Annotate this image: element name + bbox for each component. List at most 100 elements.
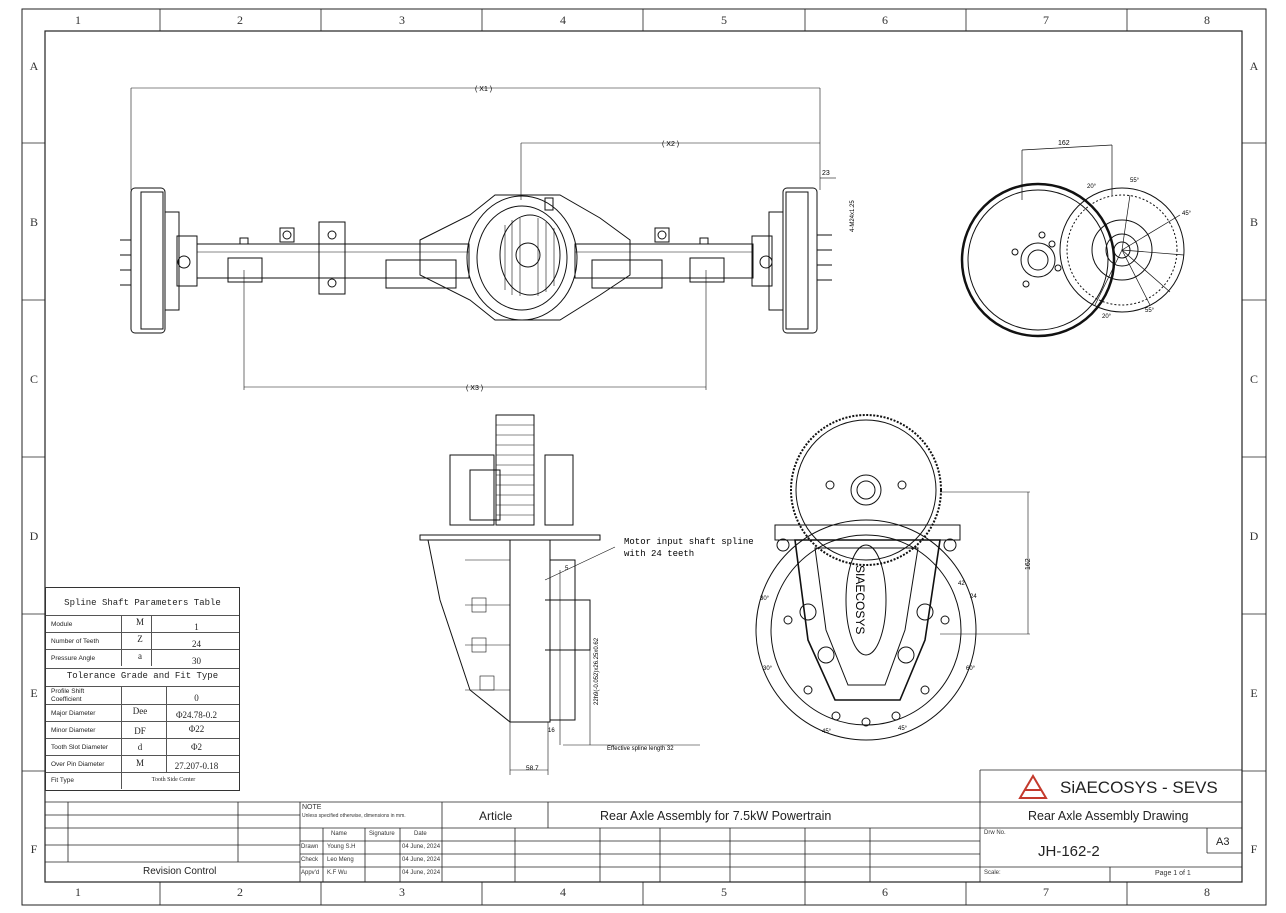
angle-30-lower: 30° (763, 666, 773, 672)
angle-20-bottom: 20° (1102, 314, 1112, 320)
angle-30-left: 30° (760, 596, 770, 602)
page-indicator: Page 1 of 1 (1155, 870, 1191, 877)
table-row: Fit Type Tooth Side Center (46, 772, 239, 790)
angle-55-bottom: 55° (1145, 308, 1155, 314)
dim-23: 23 (822, 170, 830, 177)
grid-row-f-left: F (30, 842, 38, 856)
grid-col-7-top: 7 (1043, 13, 1049, 27)
differential-front-view (755, 414, 1030, 741)
grid-col-4-top: 4 (560, 13, 566, 27)
grid-row-c-left: C (29, 372, 38, 386)
grid-col-8-bottom: 8 (1204, 885, 1210, 899)
header-signature: Signature (369, 831, 395, 837)
name-check: Leo Meng (327, 857, 354, 863)
housing-logo-text: SIAECOSYS (853, 565, 867, 634)
name-approved: K.F Wu (327, 870, 347, 876)
callout-line2: with 24 teeth (624, 549, 694, 559)
grid-col-3-bottom: 3 (399, 885, 405, 899)
grid-col-8-top: 8 (1204, 13, 1210, 27)
dim-x1: ( X1 ) (475, 86, 492, 93)
callout-line1: Motor input shaft spline (624, 537, 754, 547)
grid-row-e-left: E (30, 686, 38, 700)
dim-162-side: 162 (1025, 558, 1032, 570)
differential-section-view (419, 414, 700, 775)
grid-row-b-right: B (1249, 215, 1258, 229)
angle-45-right: 45° (1182, 211, 1192, 217)
sheet-size: A3 (1216, 836, 1230, 848)
spline-table-title: Spline Shaft Parameters Table (64, 598, 221, 608)
grid-row-a-left: A (29, 59, 39, 73)
col-sep (121, 615, 122, 666)
dim-effective-spline: Effective spline length 32 (607, 746, 674, 752)
role-drawn: Drawn (301, 844, 319, 850)
table-row: Number of Teeth Z 24 (46, 632, 239, 650)
grid-col-4-bottom: 4 (560, 885, 566, 899)
table-row: Major Diameter Dee Φ24.78-0.2 (46, 704, 239, 722)
company-name: SiAECOSYS - SEVS (1060, 778, 1218, 797)
grid-ticks (22, 9, 1266, 905)
angle-45-bl: 45° (822, 729, 832, 735)
company-logo (1018, 774, 1048, 799)
drawing-number: JH-162-2 (1038, 843, 1100, 860)
header-date: Date (414, 831, 427, 837)
grid-col-1-top: 1 (75, 13, 81, 27)
angle-60-right: 60° (966, 666, 976, 672)
grid-col-6-bottom: 6 (882, 885, 888, 899)
angle-24: 24 (970, 594, 977, 600)
table-row: Over Pin Diameter M 27.207-0.18 (46, 755, 239, 773)
date-drawn: 04 June, 2024 (402, 844, 441, 850)
grid-col-5-top: 5 (721, 13, 727, 27)
role-approved: Appv'd (301, 870, 320, 876)
table-row: Minor Diameter DF Φ22 (46, 721, 239, 739)
grid-col-1-bottom: 1 (75, 885, 81, 899)
grid-row-f-right: F (1250, 842, 1258, 856)
grid-row-b-left: B (29, 215, 38, 229)
table-row: Tooth Slot Diameter d Φ2 (46, 738, 239, 756)
grid-row-e-right: E (1250, 686, 1258, 700)
dim-16: 16 (548, 728, 555, 734)
grid-col-7-bottom: 7 (1043, 885, 1049, 899)
article-label: Article (479, 809, 513, 823)
angle-45-br: 45° (898, 726, 908, 732)
angle-55-top: 55° (1130, 178, 1140, 184)
role-check: Check (301, 857, 319, 863)
wheel-side-view (960, 144, 1185, 338)
grid-col-2-bottom: 2 (237, 885, 243, 899)
grid-col-3-top: 3 (399, 13, 405, 27)
name-drawn: Young S.H (327, 844, 356, 850)
angle-20-top: 20° (1087, 184, 1097, 190)
drawing-name: Rear Axle Assembly Drawing (1028, 809, 1189, 823)
header-name: Name (331, 831, 348, 837)
note-title: NOTE (302, 804, 322, 811)
article-value: Rear Axle Assembly for 7.5kW Powertrain (600, 809, 832, 823)
grid-row-d-left: D (29, 529, 39, 543)
drw-no-label: Drw No. (984, 830, 1006, 836)
col-sep (166, 686, 167, 772)
inner-border (44, 30, 1243, 883)
table-row: Pressure Angle a 30 (46, 649, 239, 667)
dim-5: 5 (565, 566, 569, 572)
dim-162-top: 162 (1058, 140, 1070, 147)
table-row: Profile Shift Coefficient 0 (46, 686, 239, 705)
title-block-lines (45, 769, 1242, 882)
note-text: Unless specified otherwise, dimensions i… (302, 813, 406, 819)
angle-42: 42 (958, 581, 965, 587)
date-approved: 04 June, 2024 (402, 870, 441, 876)
grid-col-2-top: 2 (237, 13, 243, 27)
dim-shaft: 22h9(-0.052)x26.25x0.62 (594, 637, 600, 705)
grid-row-d-right: D (1249, 529, 1259, 543)
dim-x3: ( X3 ) (466, 385, 483, 392)
axle-top-view (120, 87, 836, 390)
table-row: Module M 1 (46, 615, 239, 633)
grid-col-5-bottom: 5 (721, 885, 727, 899)
table-subtitle-row: Tolerance Grade and Fit Type (46, 668, 239, 685)
revision-control-label: Revision Control (143, 866, 217, 877)
grid-row-a-right: A (1249, 59, 1259, 73)
grid-row-c-right: C (1249, 372, 1258, 386)
dim-587: 58.7 (526, 765, 539, 772)
tolerance-subtitle: Tolerance Grade and Fit Type (66, 671, 219, 681)
dim-bolt-thread: 4-M24x1.25 (850, 200, 856, 232)
col-sep (121, 686, 122, 789)
scale-label: Scale: (984, 870, 1001, 876)
